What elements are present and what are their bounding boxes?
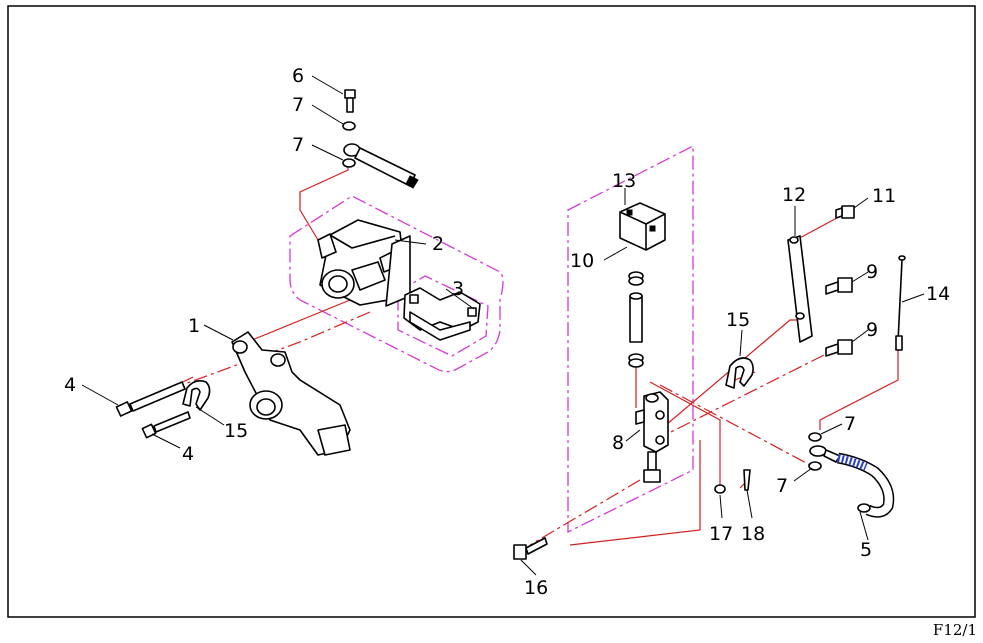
callout-6: 6 xyxy=(292,65,304,87)
hose-clamp-left xyxy=(182,380,211,411)
callout-16: 16 xyxy=(524,577,548,599)
reservoir-clip-lower xyxy=(628,353,644,368)
callout-9-lower: 9 xyxy=(866,319,878,341)
link-plate-bolt-lower xyxy=(825,339,853,357)
callout-leaders xyxy=(81,75,925,576)
callout-11: 11 xyxy=(872,185,896,207)
callout-1: 1 xyxy=(188,315,200,337)
bracket-bolt-upper xyxy=(115,381,186,417)
callout-5: 5 xyxy=(860,539,872,561)
hose-banjo-fitting xyxy=(809,445,841,463)
bracket-bolt-lower xyxy=(141,411,191,439)
caliper-bracket xyxy=(231,331,351,456)
brake-switch xyxy=(895,255,906,351)
pivot-bolt xyxy=(513,537,548,560)
banjo-bolt xyxy=(344,89,356,113)
reservoir-cap xyxy=(619,202,666,251)
callout-12: 12 xyxy=(782,184,806,206)
callout-7-hose-lower: 7 xyxy=(776,475,788,497)
master-cylinder-assembly-outline xyxy=(567,144,694,534)
brake-caliper xyxy=(317,219,411,307)
hose-clamp-right xyxy=(725,357,754,389)
reservoir-hose xyxy=(836,452,895,518)
callout-3: 3 xyxy=(452,278,464,300)
master-cylinder xyxy=(635,391,669,483)
hose-washer-upper xyxy=(808,432,822,442)
sealing-washer-upper xyxy=(342,121,356,131)
reservoir-clip-upper xyxy=(628,271,644,286)
cotter-washer xyxy=(714,484,726,494)
callout-2: 2 xyxy=(432,233,444,255)
callout-17: 17 xyxy=(709,523,733,545)
push-rod-link-plate xyxy=(787,235,813,343)
callouts: 6 7 7 2 3 1 4 4 15 13 10 8 16 17 18 15 1… xyxy=(64,65,950,599)
callout-4-upper: 4 xyxy=(64,374,76,396)
cotter-pin xyxy=(743,469,751,491)
reservoir-pipe xyxy=(629,292,643,343)
callout-7-upper: 7 xyxy=(292,94,304,116)
callout-15-right: 15 xyxy=(726,309,750,331)
banjo-fitting xyxy=(343,143,419,189)
callout-18: 18 xyxy=(741,523,765,545)
callout-4-lower: 4 xyxy=(182,443,194,465)
callout-8: 8 xyxy=(612,432,624,454)
callout-13: 13 xyxy=(612,170,636,192)
callout-10: 10 xyxy=(570,250,594,272)
callout-14: 14 xyxy=(926,283,950,305)
caliper-assembly-outline xyxy=(289,195,504,373)
drawing-frame xyxy=(7,5,976,618)
callout-7-hose-upper: 7 xyxy=(844,413,856,435)
pad-set-outline xyxy=(397,275,489,357)
sealing-washer-lower xyxy=(342,158,356,168)
callout-15-left: 15 xyxy=(224,420,248,442)
callout-9-upper: 9 xyxy=(866,261,878,283)
link-plate-bolt-top xyxy=(835,205,855,219)
link-plate-bolt-middle xyxy=(825,277,853,295)
callout-7-lower: 7 xyxy=(292,134,304,156)
brake-pads xyxy=(403,287,481,341)
page-reference: F12/1 xyxy=(932,621,977,639)
